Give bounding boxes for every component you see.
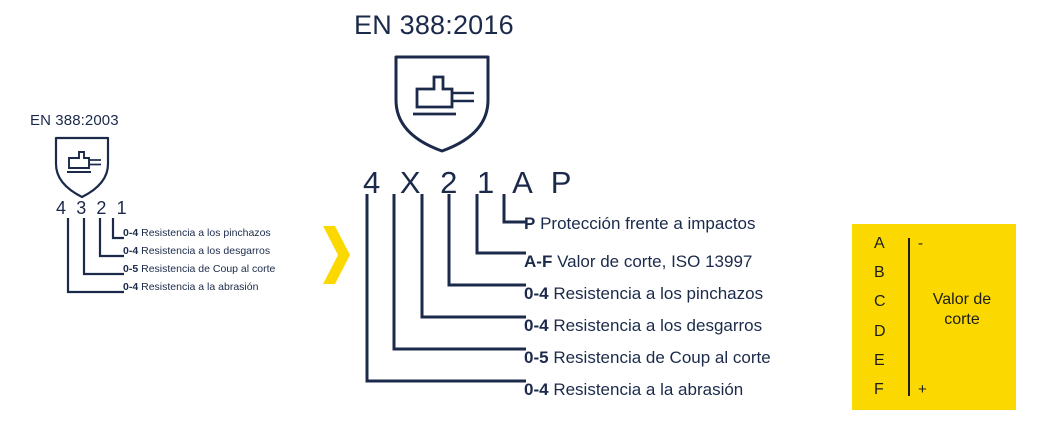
old-row-1-text: Resistencia a los desgarros [141, 245, 271, 257]
chevron-right-icon [316, 224, 356, 291]
legend-caption-line-2: corte [944, 310, 980, 328]
old-standard-code: 4 3 2 1 [56, 198, 130, 218]
legend-caption-line-1: Valor de [932, 291, 992, 308]
old-row-0-range: 0-4 [123, 227, 139, 239]
new-standard-shield [390, 52, 494, 161]
legend-letter-d: D [874, 322, 886, 340]
legend-caption: Valor de corte [914, 290, 1010, 329]
legend-minus-sign: - [918, 235, 923, 252]
new-row-1: A-F Valor de corte, ISO 13997 [524, 253, 752, 270]
old-row-3: 0-4 Resistencia a la abrasión [123, 282, 258, 293]
new-row-2-range: 0-4 [524, 284, 549, 303]
old-standard-title: EN 388:2003 [30, 112, 119, 129]
new-row-4-text: Resistencia de Coup al corte [553, 348, 771, 367]
new-standard-leader-lines [360, 190, 540, 417]
cut-level-legend: A B C D E F - + Valor de corte [852, 224, 1016, 410]
old-row-3-range: 0-4 [123, 281, 139, 293]
old-row-2-text: Resistencia de Coup al corte [141, 263, 276, 275]
new-row-3-range: 0-4 [524, 316, 549, 335]
old-row-3-text: Resistencia a la abrasión [141, 281, 259, 293]
new-row-5-text: Resistencia a la abrasión [553, 380, 744, 399]
new-row-1-text: Valor de corte, ISO 13997 [557, 252, 753, 271]
new-row-4-range: 0-5 [524, 348, 549, 367]
old-row-2: 0-5 Resistencia de Coup al corte [123, 264, 275, 275]
glove-shield-icon [394, 55, 490, 153]
chevron-right-glyph [323, 226, 350, 284]
old-standard-leader-lines [50, 216, 300, 311]
legend-letter-e: E [874, 351, 885, 369]
leader-lines-svg [365, 194, 526, 383]
old-standard-shield [52, 134, 112, 205]
legend-plus-sign: + [918, 381, 927, 398]
new-row-0-range: P [524, 214, 536, 233]
old-row-1-range: 0-4 [123, 245, 139, 257]
legend-letter-column: A B C D E F [874, 236, 896, 398]
legend-letter-f: F [874, 380, 884, 398]
old-row-1: 0-4 Resistencia a los desgarros [123, 246, 270, 257]
old-row-2-range: 0-5 [123, 263, 139, 275]
old-row-0: 0-4 Resistencia a los pinchazos [123, 228, 271, 239]
new-row-1-range: A-F [524, 252, 553, 271]
new-row-3: 0-4 Resistencia a los desgarros [524, 317, 762, 334]
new-row-5-range: 0-4 [524, 380, 549, 399]
legend-divider [908, 238, 910, 396]
new-standard-title: EN 388:2016 [354, 10, 514, 40]
legend-letter-a: A [874, 235, 885, 252]
old-row-0-text: Resistencia a los pinchazos [141, 227, 271, 239]
new-standard-code: 4 X 2 1 A P [363, 165, 577, 200]
new-row-5: 0-4 Resistencia a la abrasión [524, 381, 743, 398]
new-row-0-text: Protección frente a impactos [540, 214, 756, 233]
glove-shield-icon [54, 136, 110, 199]
leader-lines-svg [66, 218, 124, 294]
new-row-0: P Protección frente a impactos [524, 215, 756, 232]
new-row-3-text: Resistencia a los desgarros [553, 316, 763, 335]
legend-letter-c: C [874, 293, 886, 311]
new-row-2-text: Resistencia a los pinchazos [553, 284, 764, 303]
legend-letter-b: B [874, 264, 885, 282]
new-row-2: 0-4 Resistencia a los pinchazos [524, 285, 763, 302]
new-row-4: 0-5 Resistencia de Coup al corte [524, 349, 771, 366]
